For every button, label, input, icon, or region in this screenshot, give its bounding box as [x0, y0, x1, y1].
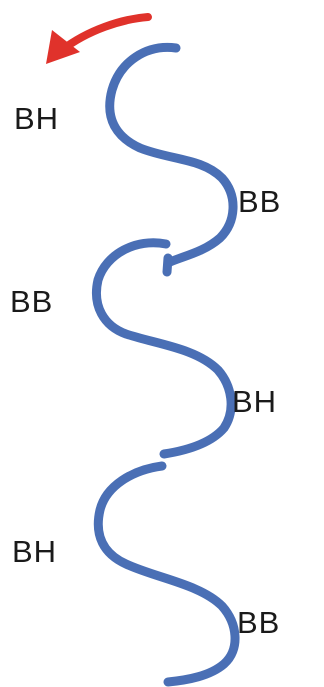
arrow-head	[46, 30, 80, 64]
arrow-shaft	[58, 13, 152, 54]
strand-segment-3	[93, 461, 240, 687]
label-bb-middle: BB	[10, 284, 54, 319]
label-bh-lower: BH	[12, 534, 58, 569]
curved-arrow-icon	[46, 13, 152, 64]
strand-hook	[162, 253, 173, 277]
label-bh-top: BH	[14, 101, 60, 136]
strand-segment-2	[92, 238, 236, 459]
strand-segment-1	[105, 42, 238, 267]
label-bb-upper: BB	[238, 184, 282, 219]
label-bb-bottom: BB	[237, 605, 281, 640]
label-bh-middle: BH	[232, 384, 278, 419]
